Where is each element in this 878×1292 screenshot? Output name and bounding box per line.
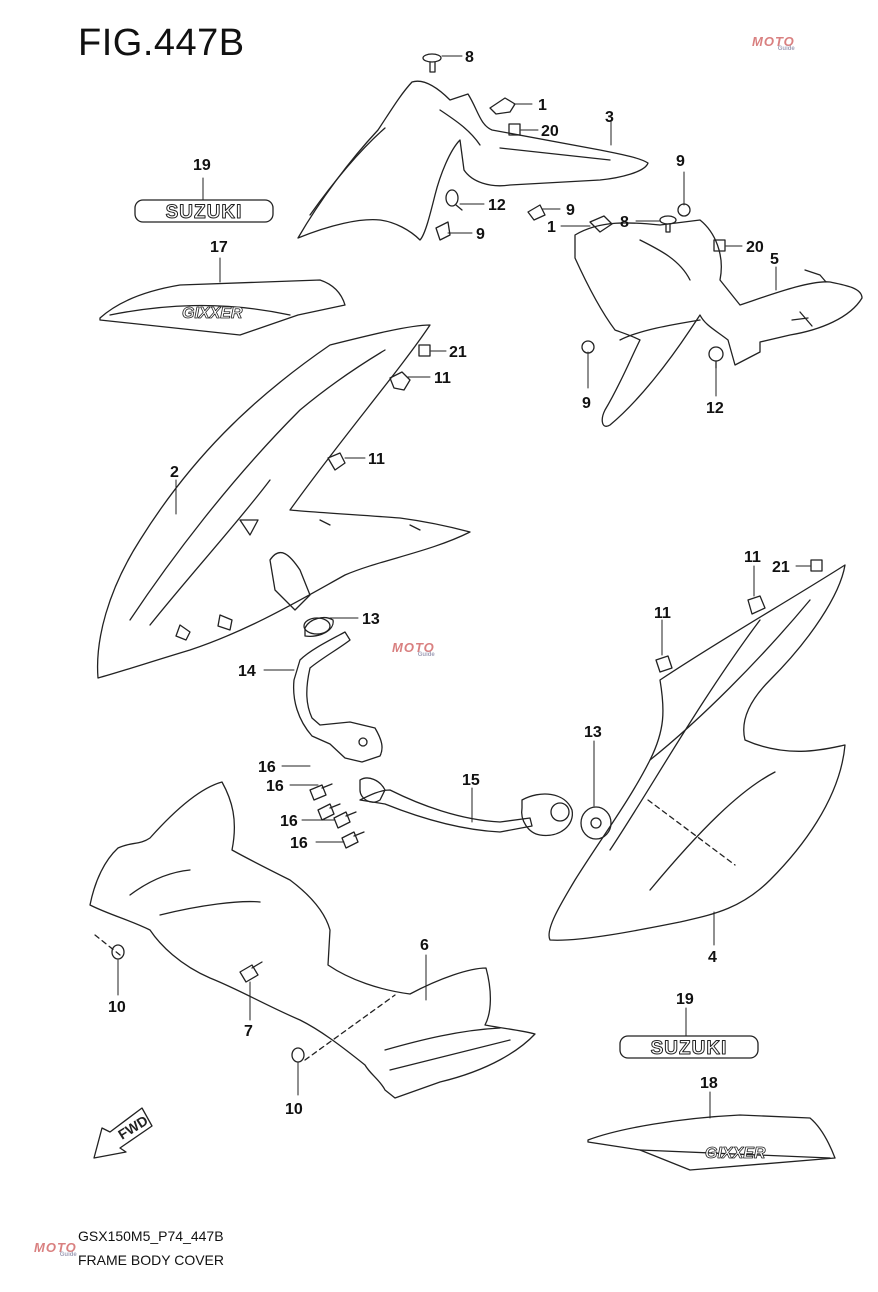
callout-1: 1 (538, 97, 547, 114)
watermark-sub: Guide (417, 652, 435, 658)
part-4-side-cover (548, 564, 846, 941)
callout-9: 9 (566, 202, 575, 219)
part-15-stay (359, 777, 573, 837)
callout-11: 11 (434, 370, 451, 387)
callout-4: 4 (708, 949, 717, 966)
callout-5: 5 (770, 251, 779, 268)
callout-9: 9 (582, 395, 591, 412)
callout-18: 18 (700, 1075, 718, 1092)
callout-11: 11 (654, 605, 671, 622)
part-13-grommets (303, 617, 612, 840)
figure-name: FRAME BODY COVER (78, 1252, 224, 1268)
part-19-emblem: SUZUKI (134, 199, 274, 224)
callout-14: 14 (238, 663, 256, 680)
callout-13: 13 (362, 611, 380, 628)
callout-20: 20 (541, 123, 559, 140)
part-17-decal: GIXXER (99, 279, 346, 336)
leader-line (647, 799, 736, 866)
callout-19: 19 (676, 991, 694, 1008)
leader-line (94, 934, 121, 956)
callout-15: 15 (462, 772, 480, 789)
watermark-brand: MOTO (392, 640, 435, 655)
callout-2: 2 (170, 464, 179, 481)
callout-19: 19 (193, 157, 211, 174)
leader-lines (117, 55, 811, 1119)
callout-21: 21 (449, 344, 467, 361)
callout-16: 16 (280, 813, 298, 830)
watermark-sub: Guide (777, 46, 795, 52)
callout-21: 21 (772, 559, 790, 576)
callout-16: 16 (258, 759, 276, 776)
callout-1: 1 (547, 219, 556, 236)
callout-9: 9 (476, 226, 485, 243)
callout-7: 7 (244, 1023, 253, 1040)
callout-10: 10 (285, 1101, 303, 1118)
leader-line (304, 994, 396, 1061)
part-5-inner-cover (574, 219, 863, 427)
fasteners (111, 53, 766, 1063)
watermark-sub: Guide (59, 1252, 77, 1258)
gixxer-logo: GIXXER (182, 305, 243, 322)
callout-3: 3 (605, 109, 614, 126)
watermark-brand: MOTO (752, 34, 795, 49)
callout-17: 17 (210, 239, 228, 256)
suzuki-logo: SUZUKI (651, 1038, 728, 1059)
part-3-inner-cover (297, 80, 649, 241)
callout-8: 8 (620, 214, 629, 231)
callout-12: 12 (706, 400, 724, 417)
fwd-arrow: FWD (93, 1107, 153, 1159)
part-19-emblem: SUZUKI (619, 1035, 759, 1060)
callout-numbers: 8 1 20 3 19 12 9 9 9 17 8 1 20 5 21 11 9… (108, 49, 790, 1118)
part-14-bracket (292, 617, 383, 763)
figure-title: FIG.447B (78, 22, 245, 64)
part-2-side-cover (96, 324, 471, 679)
gixxer-logo: GIXXER (705, 1145, 766, 1162)
symbol-boxes (418, 123, 823, 572)
callout-6: 6 (420, 937, 429, 954)
callout-16: 16 (266, 778, 284, 795)
callout-11: 11 (744, 549, 761, 566)
callout-20: 20 (746, 239, 764, 256)
callout-12: 12 (488, 197, 506, 214)
figure-code: GSX150M5_P74_447B (78, 1228, 224, 1244)
callout-10: 10 (108, 999, 126, 1016)
callout-16: 16 (290, 835, 308, 852)
callout-13: 13 (584, 724, 602, 741)
part-6-under-cover (89, 781, 536, 1099)
watermark-brand: MOTO (34, 1240, 77, 1255)
callout-11: 11 (368, 451, 385, 468)
part-18-decal: GIXXER (587, 1114, 836, 1171)
callout-9: 9 (676, 153, 685, 170)
suzuki-logo: SUZUKI (166, 202, 243, 223)
callout-8: 8 (465, 49, 474, 66)
